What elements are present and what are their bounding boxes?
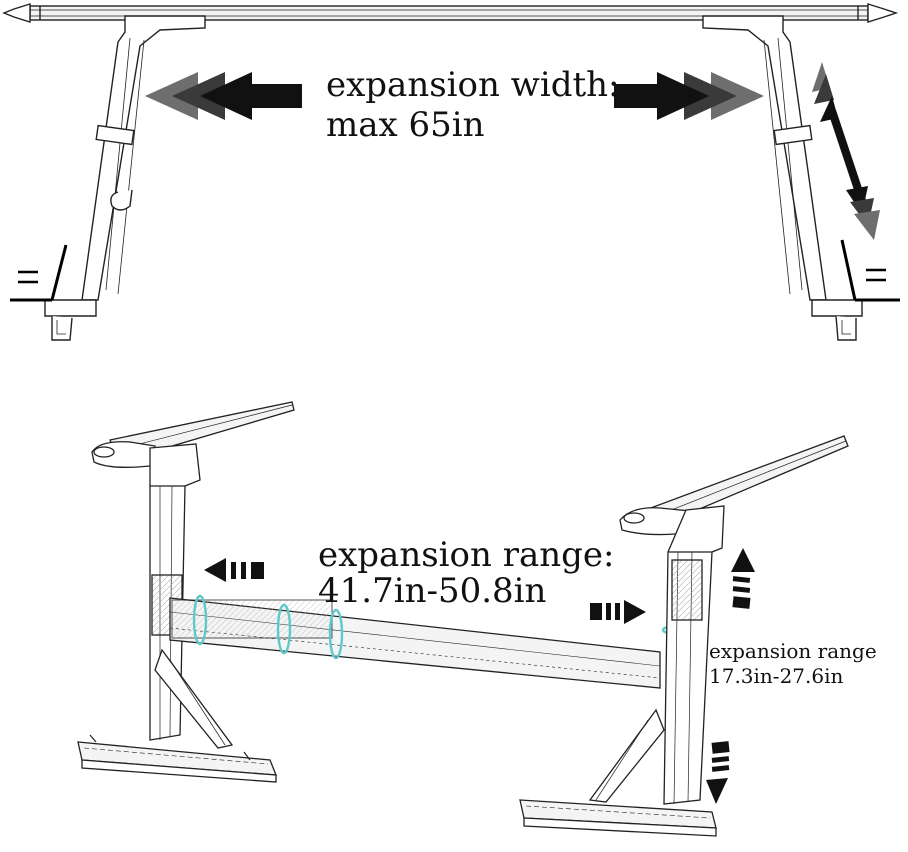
expansion-range-label: expansion range: <box>318 535 615 575</box>
top-left-leg <box>44 15 206 341</box>
striped-arrow-down-icon <box>706 741 730 804</box>
bed-rail-marks <box>10 239 900 302</box>
top-rack-front-view <box>2 3 900 341</box>
expansion-width-value: max 65in <box>326 105 485 145</box>
expansion-range-value: 41.7in-50.8in <box>318 571 547 611</box>
double-headed-arrow-icon <box>812 62 880 240</box>
striped-arrow-right-icon <box>590 600 646 624</box>
top-crossbar <box>2 3 899 23</box>
bottom-rack-iso-view <box>77 401 849 837</box>
vertical-range-value: 17.3in-27.6in <box>709 664 844 688</box>
vertical-range-label: expansion range <box>709 639 877 663</box>
striped-arrow-left-icon <box>204 558 264 582</box>
expansion-width-label: expansion width: <box>326 65 620 105</box>
iso-left-upright <box>149 443 234 749</box>
iso-left-foot <box>77 734 277 783</box>
iso-right-foot <box>519 799 717 837</box>
triple-chevron-left-icon <box>145 72 302 120</box>
striped-arrow-up-icon <box>731 548 755 609</box>
iso-right-crossbar <box>619 435 849 536</box>
top-right-leg <box>702 15 863 341</box>
triple-chevron-right-icon <box>614 72 764 120</box>
iso-right-upright <box>588 505 725 805</box>
iso-expansion-tube <box>169 597 661 689</box>
